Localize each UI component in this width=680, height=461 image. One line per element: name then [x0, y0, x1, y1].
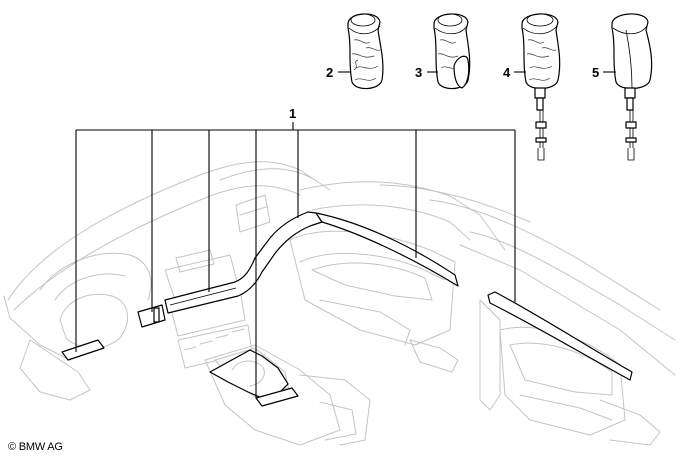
shift-knob-3	[427, 13, 471, 90]
trim-console-rear	[255, 387, 299, 407]
trim-strip-rear-door	[487, 291, 633, 381]
trim-strip-front-door	[315, 212, 459, 287]
trim-strips	[61, 211, 633, 407]
leader-lines-1	[75, 122, 516, 398]
callout-5: 5	[592, 65, 599, 80]
shift-knob-2	[338, 13, 384, 90]
trim-strip-left-dash	[61, 339, 105, 361]
callout-4: 4	[503, 65, 511, 80]
shift-knob-4	[514, 13, 561, 161]
trim-strip-center-dash	[164, 211, 323, 314]
callout-2: 2	[326, 65, 333, 80]
callout-3: 3	[415, 65, 422, 80]
interior-outline	[3, 161, 676, 446]
copyright-notice: © BMW AG	[8, 441, 63, 453]
trim-strip-cluster-insert	[153, 307, 160, 323]
shift-knob-5	[603, 13, 653, 161]
callout-1: 1	[289, 106, 296, 121]
